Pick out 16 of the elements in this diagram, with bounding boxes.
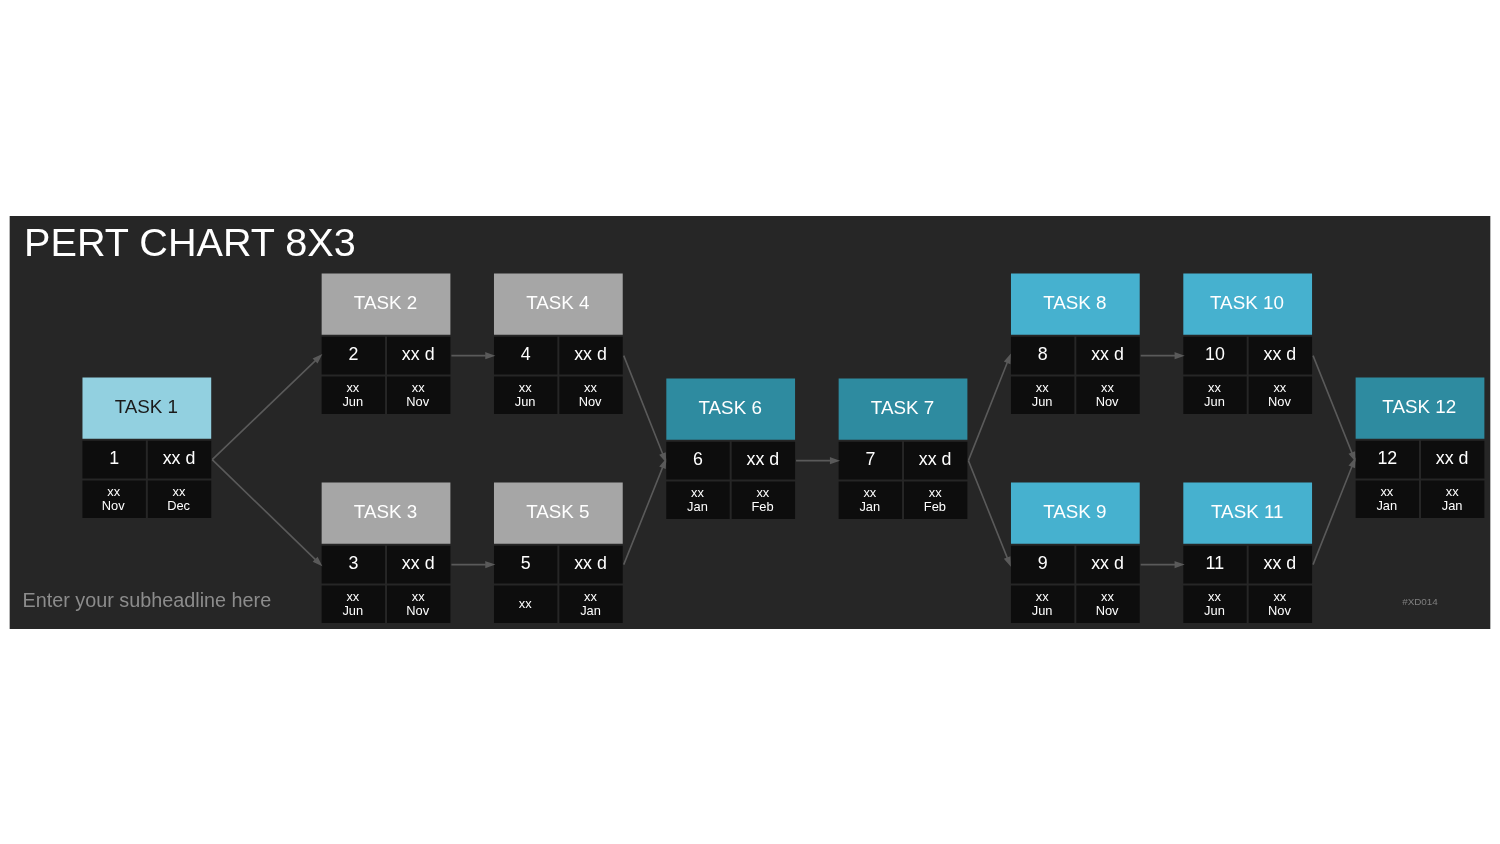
arrow (211, 353, 323, 460)
arrow (967, 459, 1011, 567)
arrow (1312, 456, 1356, 565)
label: #XD014 (1402, 595, 1438, 607)
arrow (967, 352, 1011, 461)
arrow (622, 457, 667, 565)
arrow (211, 458, 323, 566)
arrow (1312, 354, 1356, 462)
arrow (1139, 560, 1185, 568)
arrow (622, 354, 667, 463)
arrow (795, 456, 841, 464)
arrow (450, 560, 496, 568)
diagram-title: PERT CHART 8X3 (24, 219, 356, 264)
label: Enter your subheadline here (22, 588, 272, 611)
arrow (450, 351, 496, 359)
arrow (1139, 351, 1185, 359)
